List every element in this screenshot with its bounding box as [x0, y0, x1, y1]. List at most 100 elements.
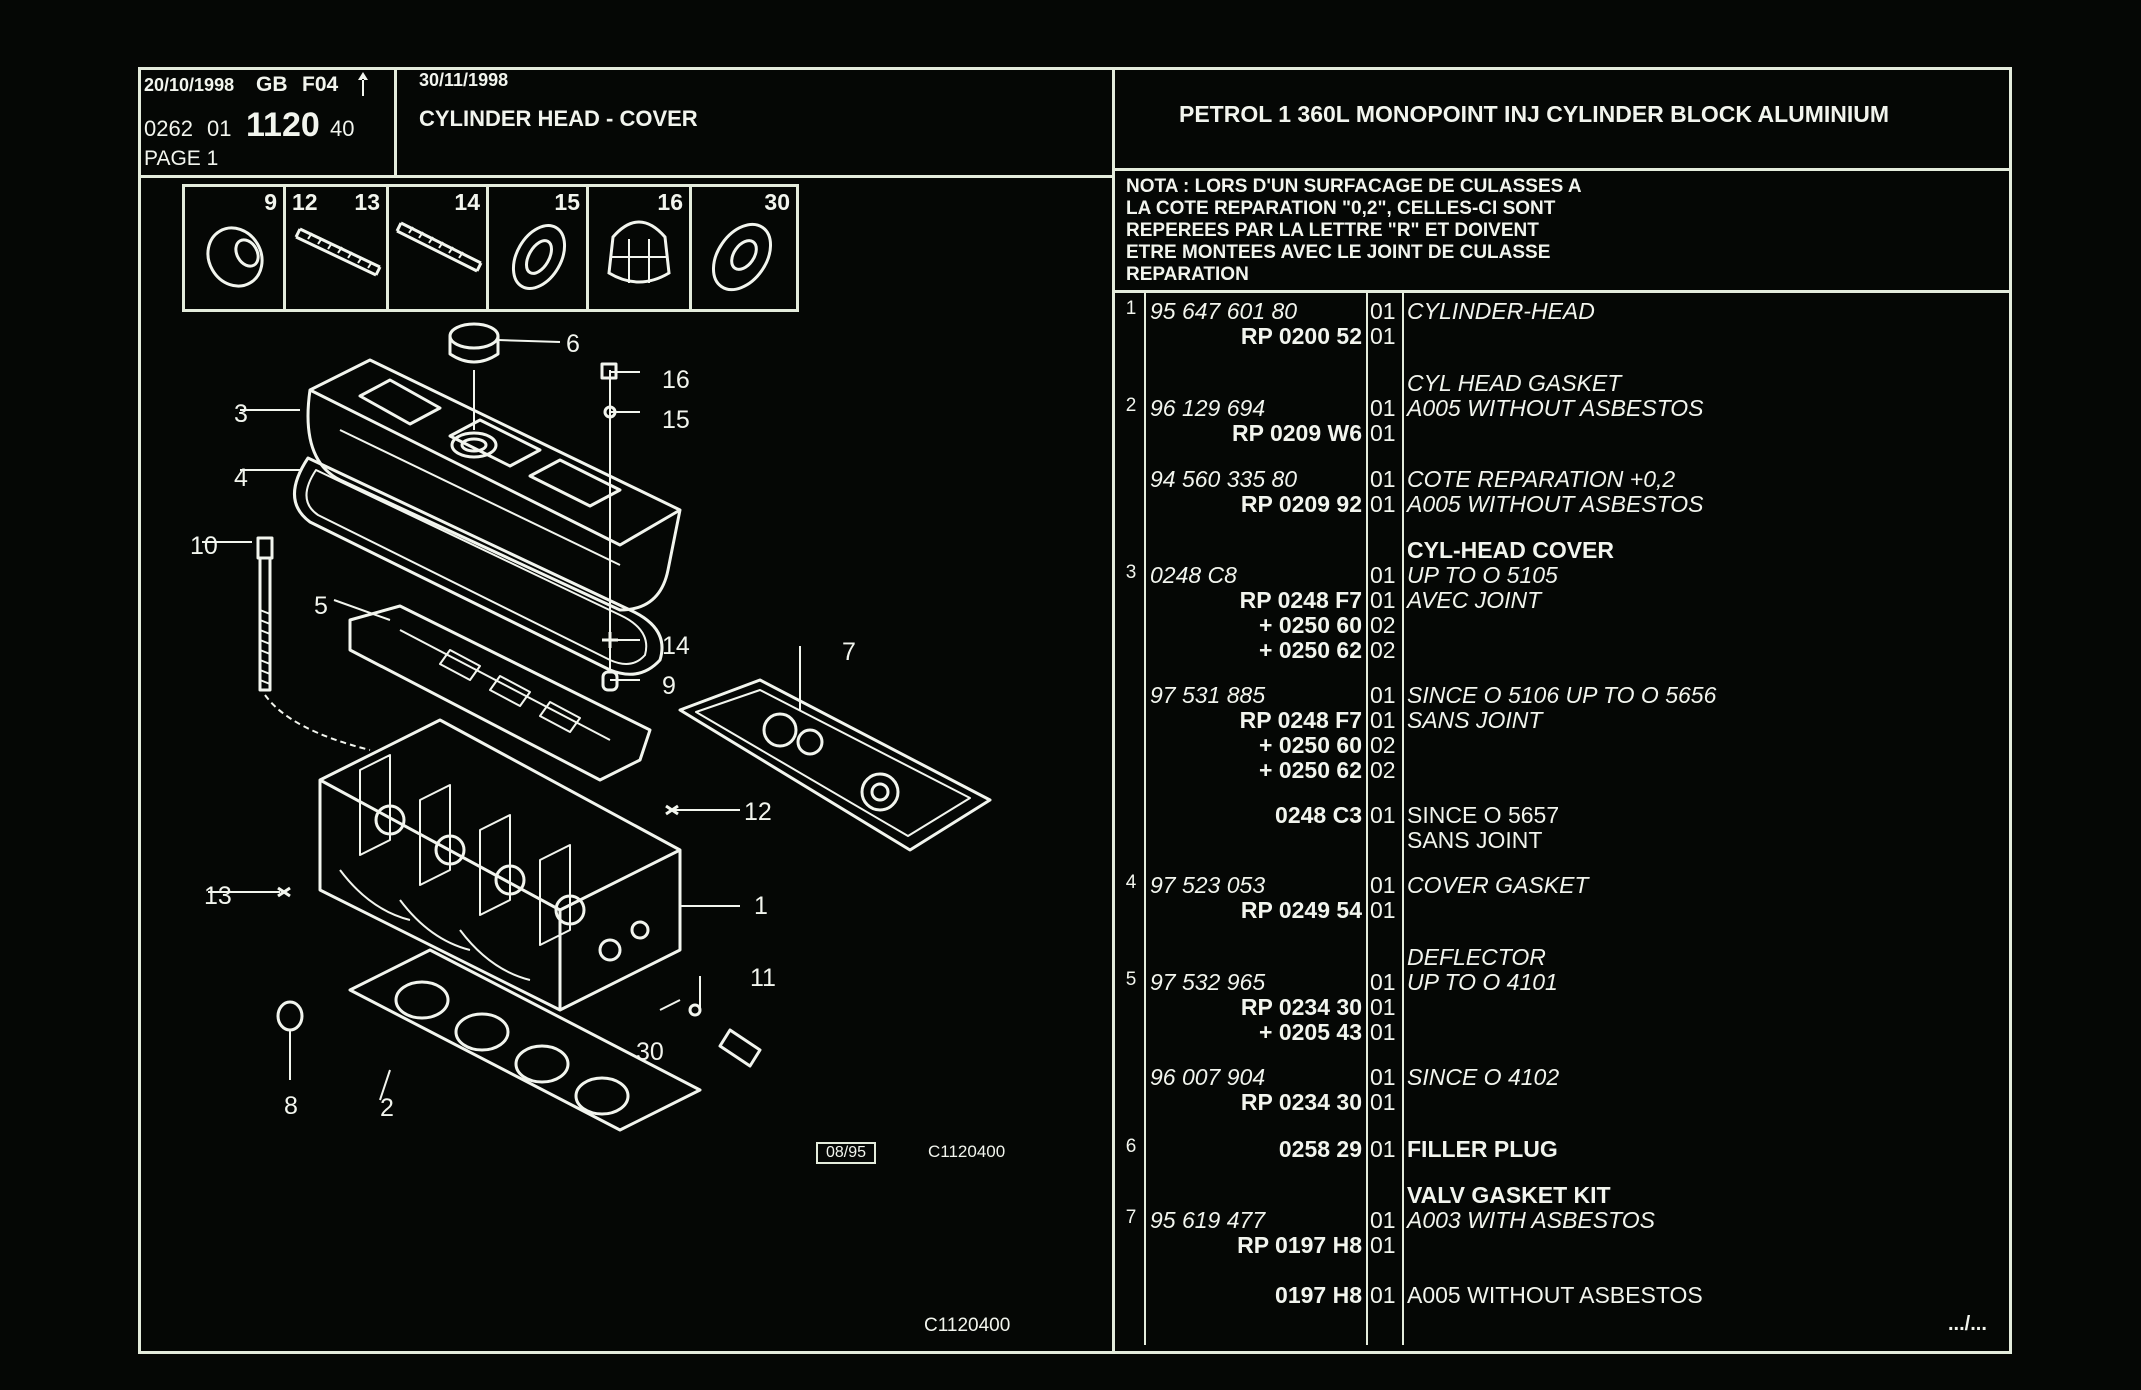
quantity: 01: [1370, 491, 1396, 517]
quantity: 01: [1370, 1282, 1396, 1308]
part-reference: RP 0248 F7: [1239, 587, 1362, 613]
parts-row: + 0250 62 02: [0, 757, 2141, 783]
small-parts-strip: 9 13 12 14 15 16 30: [182, 184, 799, 312]
deflector-part: [348, 604, 652, 782]
part-reference: RP 0234 30: [1240, 1089, 1362, 1115]
quantity: 02: [1370, 757, 1396, 783]
callout-1: 1: [754, 892, 768, 920]
icon-number: 13: [354, 189, 380, 215]
part-reference: + 0250 62: [1259, 757, 1362, 783]
part-description: AVEC JOINT: [1407, 587, 1542, 613]
item-number: 4: [1125, 872, 1137, 893]
callout-8: 8: [284, 1092, 298, 1120]
part-reference: RP 0200 52: [1240, 323, 1362, 349]
icon-cell-16: 16: [589, 187, 692, 312]
callout-30: 30: [636, 1038, 664, 1066]
icon-cell-30: 30: [692, 187, 796, 312]
cover-gasket-part: [293, 456, 664, 676]
quantity: 01: [1370, 1064, 1396, 1090]
acorn-nut-icon: [607, 220, 671, 284]
part-description: VALV GASKET KIT: [1407, 1182, 1611, 1208]
part-description: DEFLECTOR: [1407, 944, 1546, 970]
part-reference: 96 129 694: [1150, 395, 1266, 421]
callout-4: 4: [234, 464, 248, 492]
screw-icon: [395, 221, 483, 273]
quantity: 01: [1370, 466, 1396, 492]
icon-number: 16: [657, 189, 683, 215]
icon-cell-15: 15: [489, 187, 589, 312]
header-lang: GB: [256, 73, 288, 96]
item-number: 5: [1125, 969, 1137, 990]
cap-nut-icon: [206, 226, 264, 288]
nota-block: NOTA : LORS D'UN SURFACAGE DE CULASSES A…: [1126, 176, 1582, 286]
continued-marker: .../...: [1948, 1313, 1987, 1335]
quantity: 01: [1370, 1207, 1396, 1233]
part-reference: RP 0248 F7: [1239, 707, 1362, 733]
header-divider-left: [138, 175, 1113, 178]
valve-gasket-kit-part: [678, 678, 992, 852]
part-reference: 95 647 601 80: [1150, 298, 1298, 324]
parts-row: CYL HEAD GASKET: [0, 370, 2141, 396]
quantity: 01: [1370, 682, 1396, 708]
part-reference: 0248 C3: [1275, 802, 1362, 828]
callout-5: 5: [314, 592, 328, 620]
parts-row: DEFLECTOR: [0, 944, 2141, 970]
header-ref-a: 0262: [144, 116, 193, 141]
icon-number: 15: [554, 189, 580, 215]
icon-cell-14: 14: [389, 187, 489, 312]
callout-2: 2: [380, 1094, 394, 1122]
quantity: 02: [1370, 637, 1396, 663]
part-reference: RP 0234 30: [1240, 994, 1362, 1020]
nota-divider: [1113, 290, 2012, 293]
washer-icon: [511, 224, 567, 290]
bolt-part: [256, 536, 371, 751]
part-description: SINCE O 5106 UP TO O 5656: [1407, 682, 1717, 708]
item-number: 1: [1125, 298, 1137, 319]
stud-icon: [294, 227, 382, 277]
parts-col-line-3: [1402, 293, 1404, 1345]
header-ref-b: 01: [207, 116, 232, 141]
part-reference: 0248 C8: [1150, 562, 1237, 588]
callout-14: 14: [662, 632, 690, 660]
item-number: 3: [1125, 562, 1137, 583]
callout-11: 11: [750, 964, 776, 992]
part-reference: RP 0197 H8: [1237, 1232, 1362, 1258]
quantity: 01: [1370, 994, 1396, 1020]
filler-cap-part: [448, 322, 500, 430]
part-reference: 97 531 885: [1150, 682, 1266, 708]
quantity: 02: [1370, 612, 1396, 638]
quantity: 01: [1370, 1136, 1396, 1162]
quantity: 02: [1370, 732, 1396, 758]
nota-line: REPEREES PAR LA LETTRE "R" ET DOIVENT: [1126, 220, 1539, 241]
part-reference: + 0250 60: [1259, 612, 1362, 638]
column-divider: [1112, 67, 1115, 1354]
part-description: CYLINDER-HEAD: [1407, 298, 1595, 324]
quantity: 01: [1370, 1232, 1396, 1258]
parts-row: RP 0200 52 01: [0, 323, 2141, 349]
header-code: F04: [302, 73, 339, 96]
icon-number: 30: [764, 189, 790, 215]
cylinder-head-part: [318, 718, 682, 1012]
quantity: 01: [1370, 323, 1396, 349]
part-description: COTE REPARATION +0,2: [1407, 466, 1676, 492]
icon-number: 9: [264, 189, 277, 215]
part-reference: 97 523 053: [1150, 872, 1266, 898]
part-reference: + 0250 62: [1259, 637, 1362, 663]
part-description: COVER GASKET: [1407, 872, 1589, 898]
part-description: FILLER PLUG: [1407, 1136, 1558, 1162]
header-ref-c: 1120: [246, 106, 320, 144]
